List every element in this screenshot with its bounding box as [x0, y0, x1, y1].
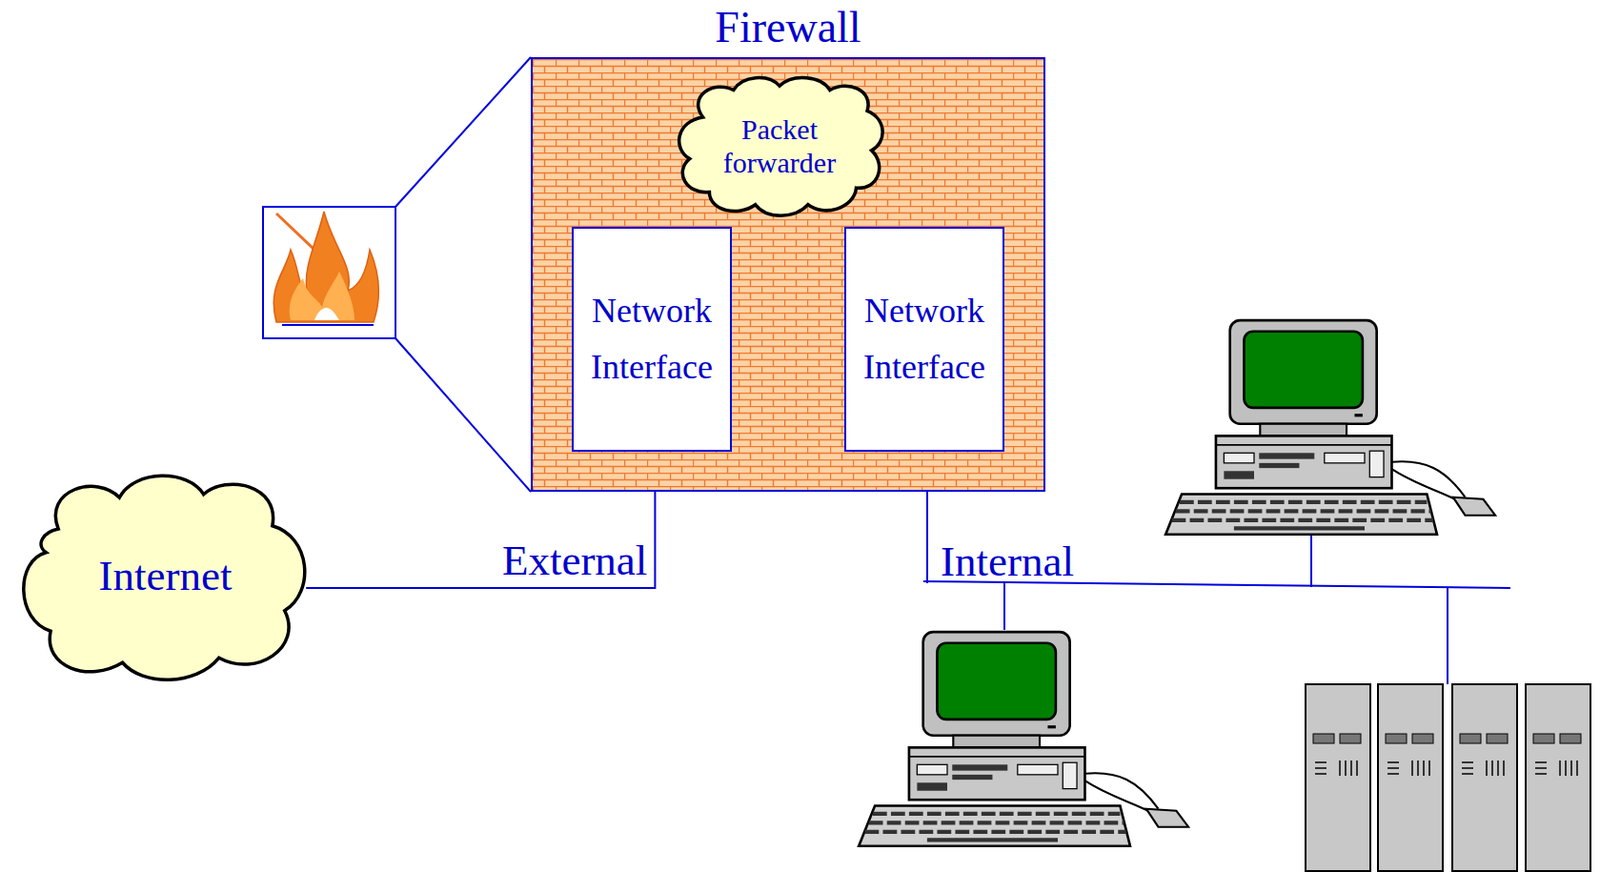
node-label: Internet	[99, 552, 233, 601]
node-label: Network Interface	[852, 283, 996, 397]
heading: Firewall	[532, 5, 1044, 50]
network-label: Internal	[940, 540, 1074, 584]
network-interface-box: Network Interface	[844, 226, 1005, 452]
internet-cloud: Internet	[12, 465, 319, 687]
edge-label: External	[502, 539, 648, 583]
firewall-box: FirewallPacket forwarderNetwork Interfac…	[530, 57, 1046, 492]
node-label: Packet forwarder	[703, 113, 856, 180]
packet-forwarder-cloud: Packet forwarder	[669, 73, 890, 220]
network-interface-box: Network Interface	[571, 226, 732, 452]
node-label: Network Interface	[580, 283, 724, 397]
